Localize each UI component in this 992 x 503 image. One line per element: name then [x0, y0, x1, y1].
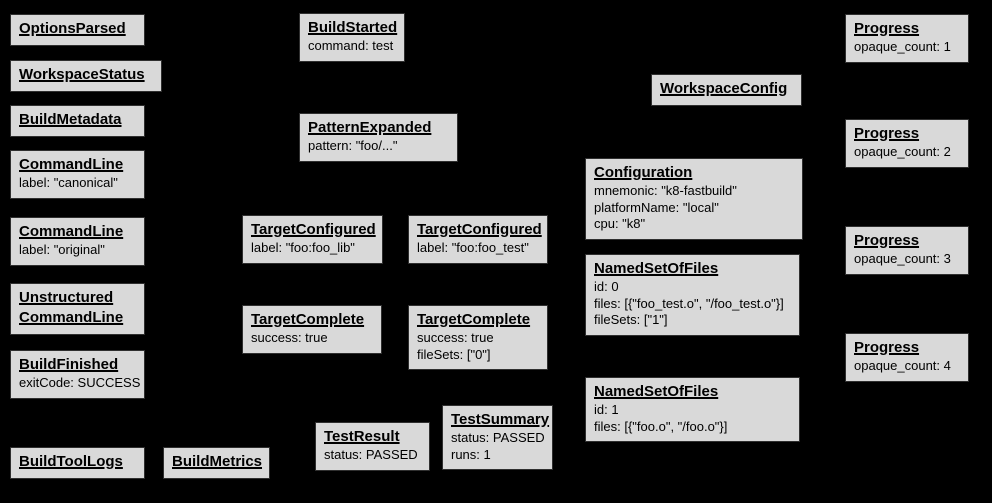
event-title-progress-4: Progress [854, 339, 920, 356]
event-title-build-finished: BuildFinished [19, 356, 119, 373]
event-field: cpu: "k8" [594, 216, 646, 231]
event-title-workspace-status: WorkspaceStatus [19, 66, 145, 83]
event-title-build-metadata: BuildMetadata [19, 111, 122, 128]
event-box-progress-4: Progress opaque_count: 4 [845, 333, 969, 382]
event-title-unstructured-command-line: Unstructured CommandLine [19, 289, 124, 326]
event-box-target-configured-foo-test: TargetConfigured label: "foo:foo_test" [408, 215, 548, 264]
event-field: opaque_count: 2 [854, 144, 951, 159]
event-field: exitCode: SUCCESS [19, 375, 141, 390]
event-field: status: PASSED [324, 447, 418, 462]
event-field: pattern: "foo/..." [308, 138, 398, 153]
event-box-target-complete-foo-lib: TargetComplete success: true [242, 305, 382, 354]
event-title-build-started: BuildStarted [308, 19, 398, 36]
event-field: success: true [417, 330, 494, 345]
event-box-build-finished: BuildFinished exitCode: SUCCESS [10, 350, 145, 399]
event-box-command-line-canonical: CommandLine label: "canonical" [10, 150, 145, 199]
event-field: opaque_count: 4 [854, 358, 951, 373]
event-field: fileSets: ["1"] [594, 312, 668, 327]
event-box-workspace-status: WorkspaceStatus [10, 60, 162, 92]
event-title-test-summary: TestSummary [451, 411, 550, 428]
event-box-command-line-original: CommandLine label: "original" [10, 217, 145, 266]
event-box-target-configured-foo-lib: TargetConfigured label: "foo:foo_lib" [242, 215, 383, 264]
event-title-named-set-of-files-1: NamedSetOfFiles [594, 383, 719, 400]
event-field: success: true [251, 330, 328, 345]
event-field: status: PASSED [451, 430, 545, 445]
event-box-unstructured-command-line: Unstructured CommandLine [10, 283, 145, 335]
event-field: label: "foo:foo_lib" [251, 240, 355, 255]
event-field: files: [{"foo.o", "/foo.o"}] [594, 418, 728, 434]
event-field: platformName: "local" [594, 199, 719, 215]
event-box-test-result: TestResult status: PASSED [315, 422, 430, 471]
event-title-target-complete-foo-lib: TargetComplete [251, 311, 365, 328]
event-title-progress-1: Progress [854, 20, 920, 37]
event-title-configuration: Configuration [594, 164, 693, 181]
event-title-workspace-config: WorkspaceConfig [660, 80, 788, 97]
event-title-pattern-expanded: PatternExpanded [308, 119, 432, 136]
event-title-test-result: TestResult [324, 428, 400, 445]
event-field: opaque_count: 3 [854, 251, 951, 266]
event-title-progress-3: Progress [854, 232, 920, 249]
event-field: opaque_count: 1 [854, 39, 951, 54]
event-title-build-tool-logs: BuildToolLogs [19, 453, 123, 470]
event-field: fileSets: ["0"] [417, 346, 491, 362]
event-title-options-parsed: OptionsParsed [19, 20, 126, 37]
event-box-progress-2: Progress opaque_count: 2 [845, 119, 969, 168]
event-box-build-metrics: BuildMetrics [163, 447, 270, 479]
event-box-progress-1: Progress opaque_count: 1 [845, 14, 969, 63]
event-field: mnemonic: "k8-fastbuild" [594, 183, 737, 198]
event-field: command: test [308, 38, 394, 53]
event-title-progress-2: Progress [854, 125, 920, 142]
event-box-options-parsed: OptionsParsed [10, 14, 145, 46]
event-title-target-configured-foo-lib: TargetConfigured [251, 221, 376, 238]
event-box-build-started: BuildStarted command: test [299, 13, 405, 62]
event-field: runs: 1 [451, 446, 491, 462]
event-title-target-configured-foo-test: TargetConfigured [417, 221, 542, 238]
event-box-progress-3: Progress opaque_count: 3 [845, 226, 969, 275]
event-box-workspace-config: WorkspaceConfig [651, 74, 802, 106]
event-title-named-set-of-files-0: NamedSetOfFiles [594, 260, 719, 277]
event-field: id: 1 [594, 402, 619, 417]
event-field: label: "canonical" [19, 175, 118, 190]
event-box-configuration: Configuration mnemonic: "k8-fastbuild"pla… [585, 158, 803, 240]
event-box-build-metadata: BuildMetadata [10, 105, 145, 137]
event-box-build-tool-logs: BuildToolLogs [10, 447, 145, 479]
event-box-pattern-expanded: PatternExpanded pattern: "foo/..." [299, 113, 458, 162]
event-title-target-complete-foo-test: TargetComplete [417, 311, 531, 328]
event-field: label: "original" [19, 242, 105, 257]
event-title-build-metrics: BuildMetrics [172, 453, 263, 470]
event-field: id: 0 [594, 279, 619, 294]
event-field: label: "foo:foo_test" [417, 240, 529, 255]
event-title-command-line-canonical: CommandLine [19, 156, 124, 173]
event-title-command-line-original: CommandLine [19, 223, 124, 240]
event-field: files: [{"foo_test.o", "/foo_test.o"}] [594, 295, 784, 311]
